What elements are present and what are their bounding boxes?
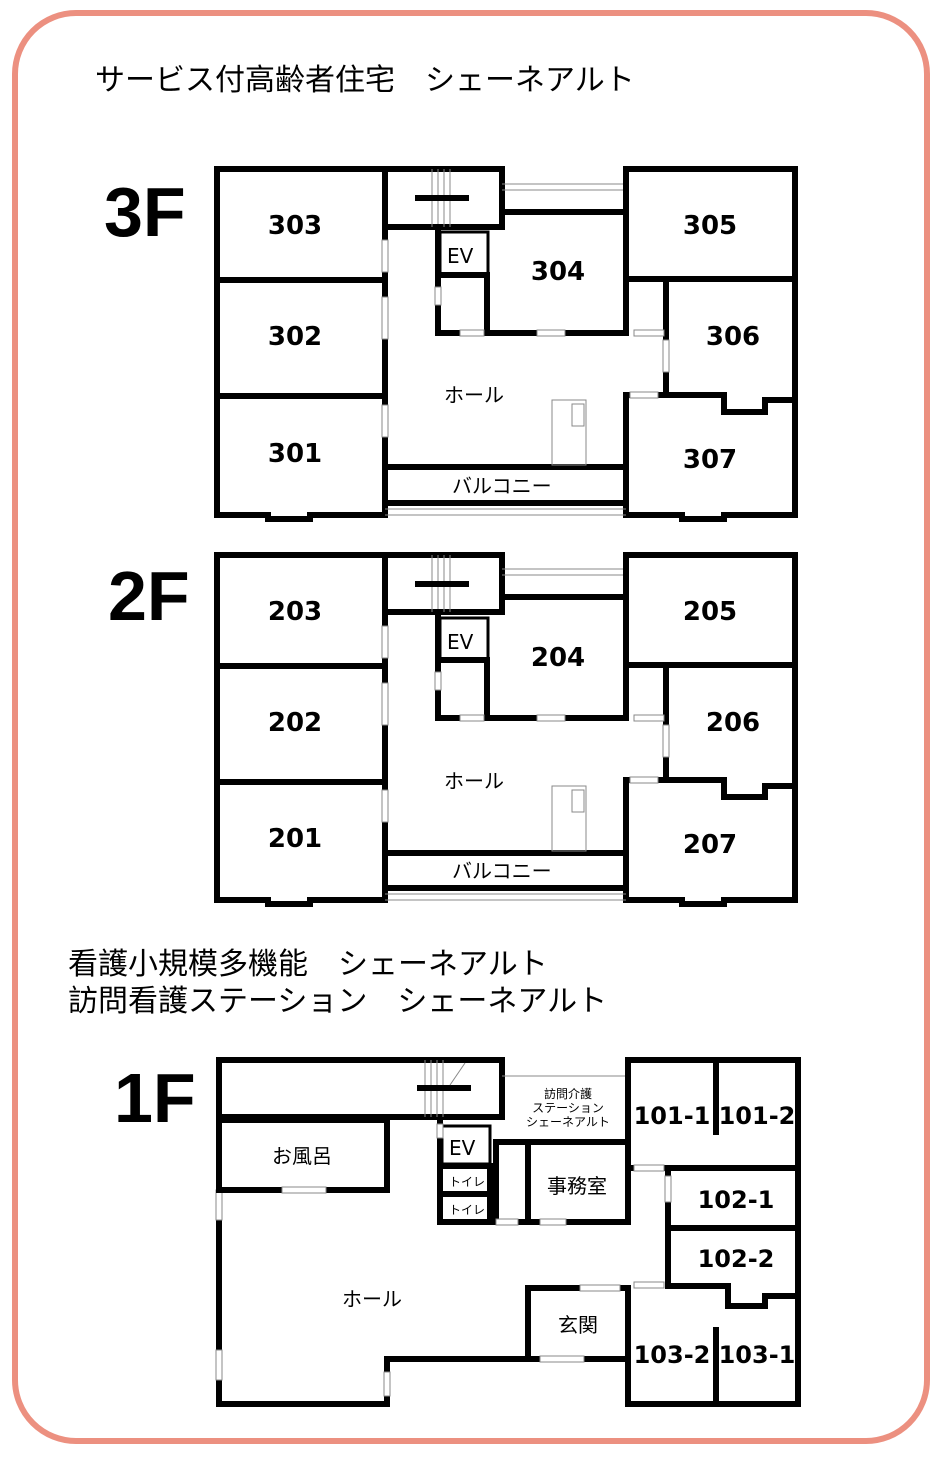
station-line1: 訪問介護: [544, 1086, 592, 1101]
toilet-2-label: トイレ: [449, 1203, 485, 1217]
lower-title-line2: 訪問看護ステーション シェーネアルト: [68, 984, 607, 1019]
room-202: 202: [268, 708, 322, 738]
room-305: 305: [683, 211, 737, 241]
room-102-2: 102-2: [698, 1245, 775, 1273]
room-207: 207: [683, 830, 737, 860]
room-303: 303: [268, 211, 322, 241]
room-203: 203: [268, 597, 322, 627]
floor-2-label: 2F: [108, 557, 190, 635]
room-306: 306: [706, 322, 760, 352]
room-304: 304: [531, 257, 585, 287]
room-301: 301: [268, 439, 322, 469]
room-206: 206: [706, 708, 760, 738]
station-line2: ステーション: [532, 1101, 604, 1115]
room-101-2: 101-2: [719, 1102, 796, 1130]
station-line3: シェーネアルト: [526, 1115, 610, 1129]
room-204: 204: [531, 643, 585, 673]
floor-3-label: 3F: [104, 173, 186, 251]
bath-label: お風呂: [272, 1144, 332, 1168]
lower-title-line1: 看護小規模多機能 シェーネアルト: [68, 947, 548, 982]
floor-1-ev-label: EV: [449, 1136, 476, 1160]
room-307: 307: [683, 445, 737, 475]
page-frame: [12, 10, 930, 1444]
upper-title: サービス付高齢者住宅 シェーネアルト: [95, 63, 635, 98]
room-205: 205: [683, 597, 737, 627]
floor-3-balcony-label: バルコニー: [452, 474, 552, 498]
room-103-1: 103-1: [719, 1341, 796, 1369]
room-101-1: 101-1: [634, 1102, 711, 1130]
room-302: 302: [268, 322, 322, 352]
floor-1-label: 1F: [114, 1059, 196, 1137]
floor-2-balcony-label: バルコニー: [452, 859, 552, 883]
floor-1-hall-label: ホール: [342, 1287, 402, 1311]
floor-2: 2F EV ホール: [108, 552, 798, 907]
entrance-label: 玄関: [558, 1313, 598, 1337]
room-103-2: 103-2: [634, 1341, 711, 1369]
toilet-1-label: トイレ: [449, 1175, 485, 1189]
room-201: 201: [268, 824, 322, 854]
floor-2-ev-label: EV: [447, 630, 474, 654]
office-label: 事務室: [547, 1174, 607, 1198]
floor-3-ev-label: EV: [447, 244, 474, 268]
floor-1: 1F お風呂 EV トイレ トイレ 事務室: [114, 1057, 801, 1407]
room-102-1: 102-1: [698, 1186, 775, 1214]
floor-3-hall-label: ホール: [444, 383, 504, 407]
floor-3: 3F EV: [104, 166, 798, 522]
floor-2-hall-label: ホール: [444, 769, 504, 793]
